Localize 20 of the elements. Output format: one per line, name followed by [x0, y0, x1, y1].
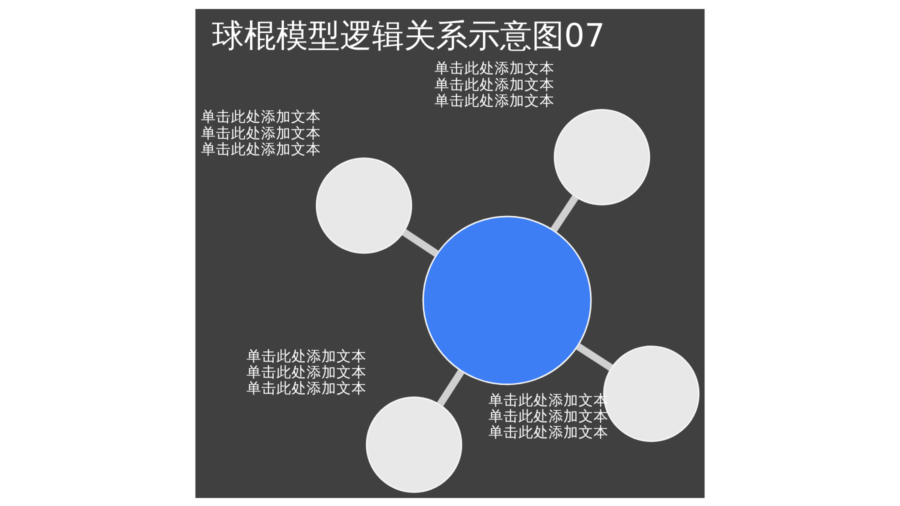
node-label: 单击此处添加文本: [201, 108, 322, 126]
connector: [436, 368, 464, 406]
node-circle: [422, 215, 592, 385]
node-label: 单击此处添加文本: [246, 379, 367, 396]
node-label: 单击此处添加文本: [434, 60, 555, 77]
connector: [576, 342, 614, 370]
node-circle: [316, 156, 412, 254]
node-label: 单击此处添加文本: [488, 407, 609, 424]
node-label: 单击此处添加文本: [201, 140, 322, 158]
connector: [402, 228, 439, 256]
node-label: 单击此处添加文本: [488, 423, 609, 440]
node-circle: [366, 396, 462, 492]
node-label: 单击此处添加文本: [246, 363, 367, 380]
node-label: 单击此处添加文本: [201, 124, 322, 142]
node-label: 单击此处添加文本: [246, 347, 367, 364]
diagram-title: 球棍模型逻辑关系示意图07: [212, 16, 605, 54]
connector: [550, 194, 579, 232]
node-label: 单击此处添加文本: [434, 76, 555, 93]
node-circle: [554, 108, 650, 205]
node-label: 单击此处添加文本: [434, 92, 555, 109]
